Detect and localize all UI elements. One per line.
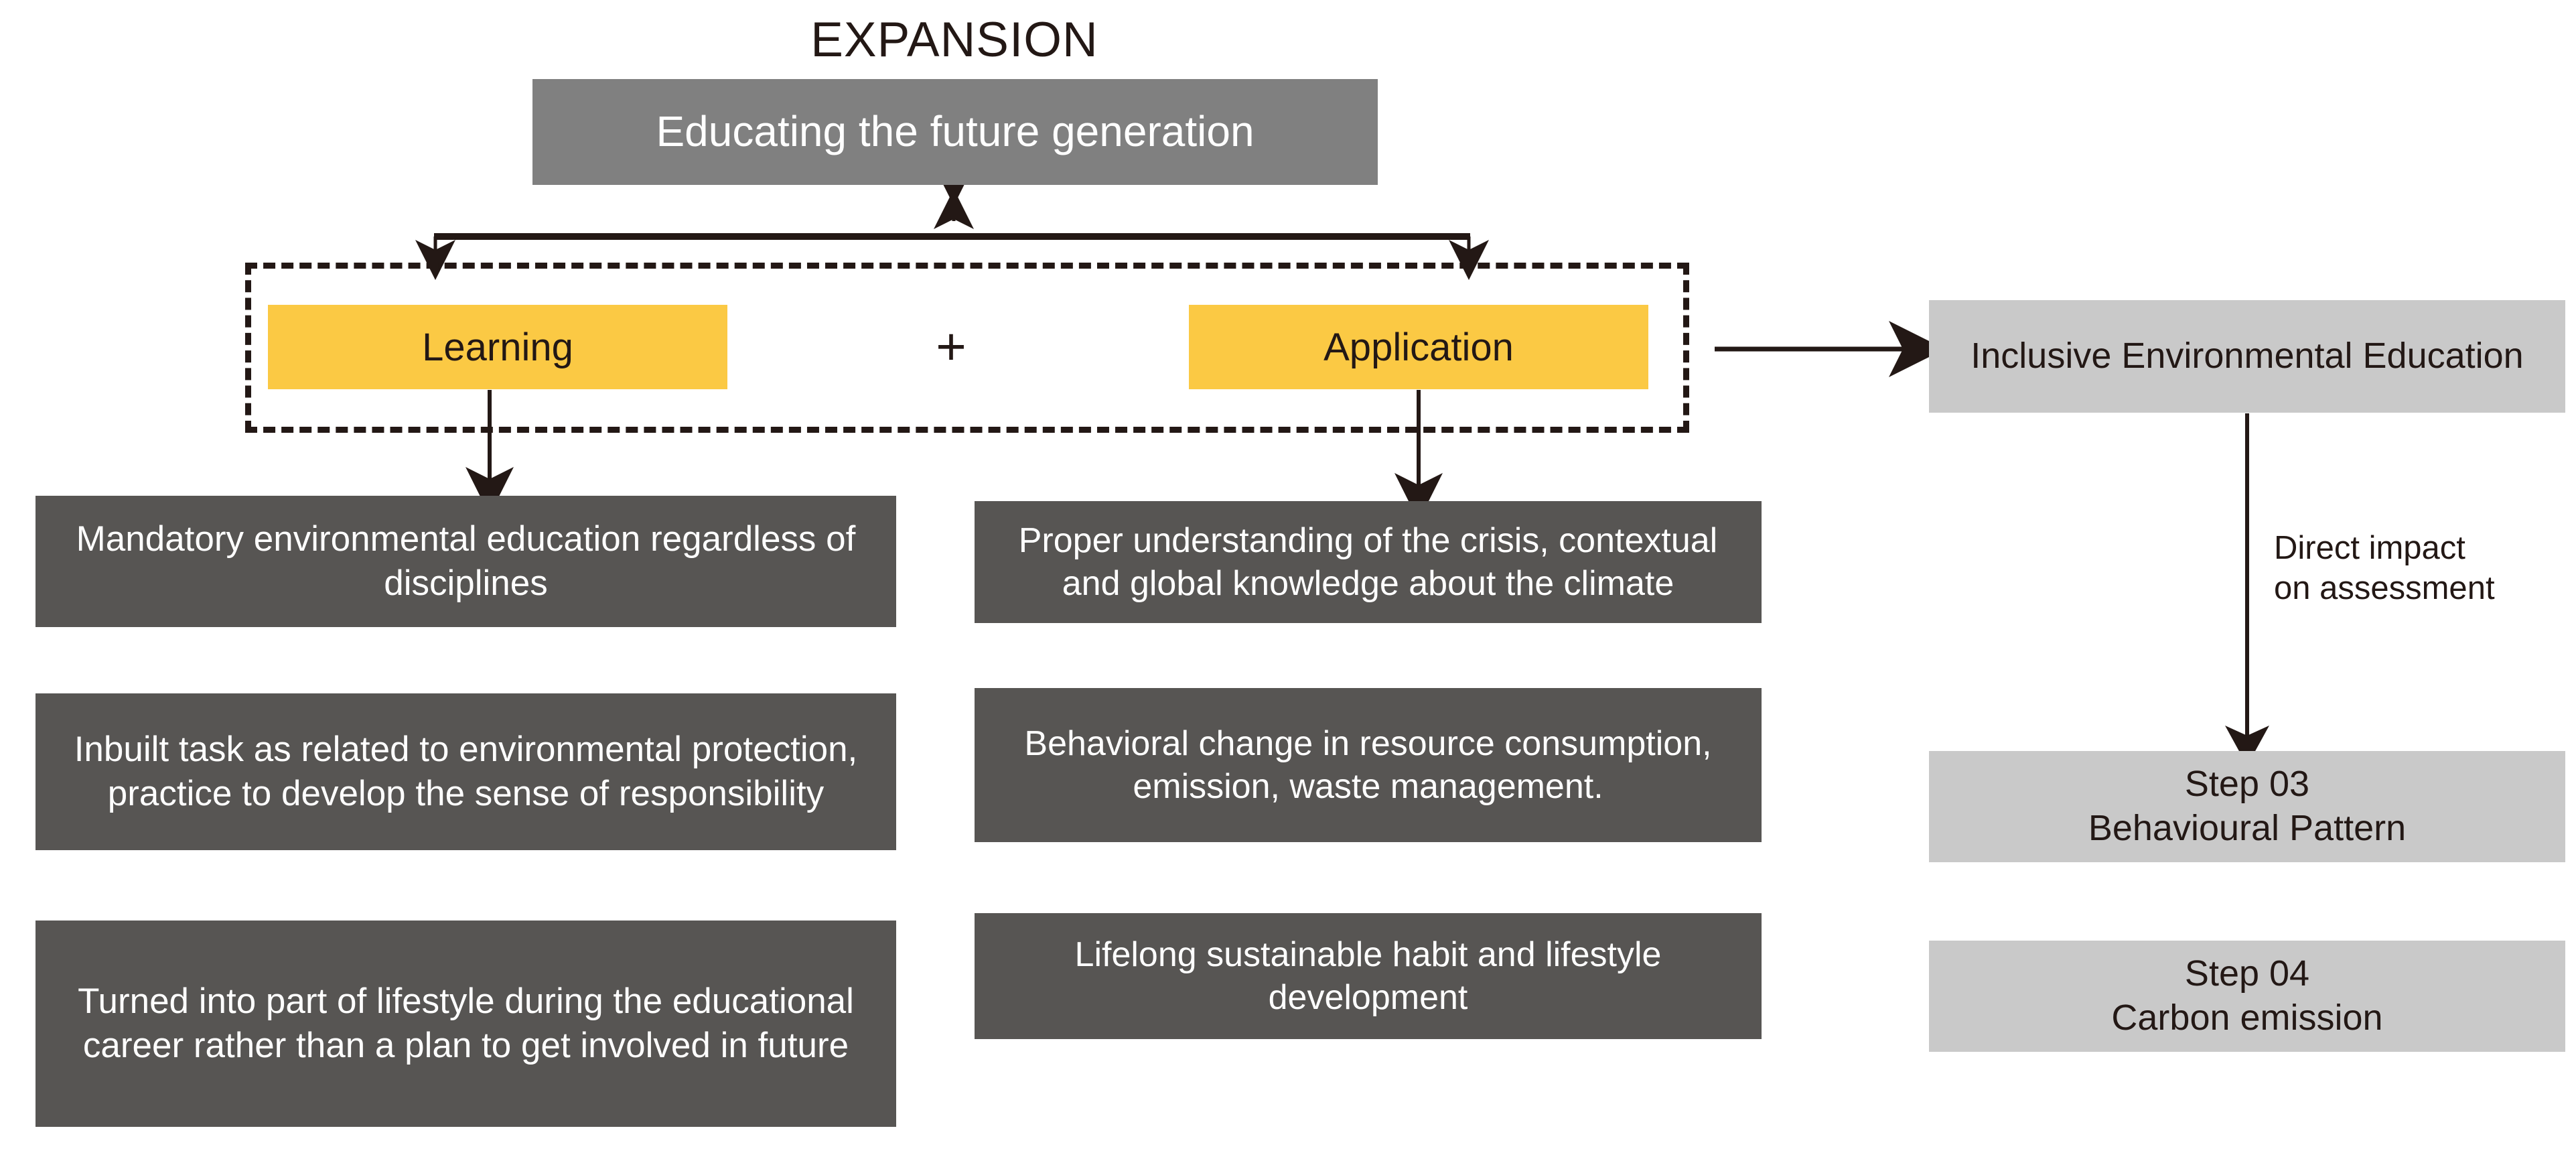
step-box-inclusive-environmental-education: Inclusive Environmental Education (1929, 300, 2565, 413)
edge-label-direct-impact: Direct impact on assessment (2274, 530, 2495, 606)
page-title: EXPANSION (810, 12, 1098, 67)
application-outcome-item: Behavioral change in resource consumptio… (975, 688, 1762, 842)
learning-outcome-item: Mandatory environmental education regard… (35, 496, 896, 627)
application-outcome-item: Lifelong sustainable habit and lifestyle… (975, 913, 1762, 1039)
expansion-group-container (245, 263, 1689, 433)
step-box-step-04: Step 04 Carbon emission (1929, 941, 2565, 1052)
learning-outcome-item: Turned into part of lifestyle during the… (35, 921, 896, 1127)
learning-outcome-item: Inbuilt task as related to environmental… (35, 693, 896, 850)
application-outcome-item: Proper understanding of the crisis, cont… (975, 501, 1762, 623)
step-box-step-03: Step 03 Behavioural Pattern (1929, 751, 2565, 862)
component-application[interactable]: Application (1189, 305, 1648, 389)
header-box: Educating the future generation (532, 79, 1378, 185)
plus-operator-icon: + (936, 317, 967, 376)
component-learning[interactable]: Learning (268, 305, 727, 389)
